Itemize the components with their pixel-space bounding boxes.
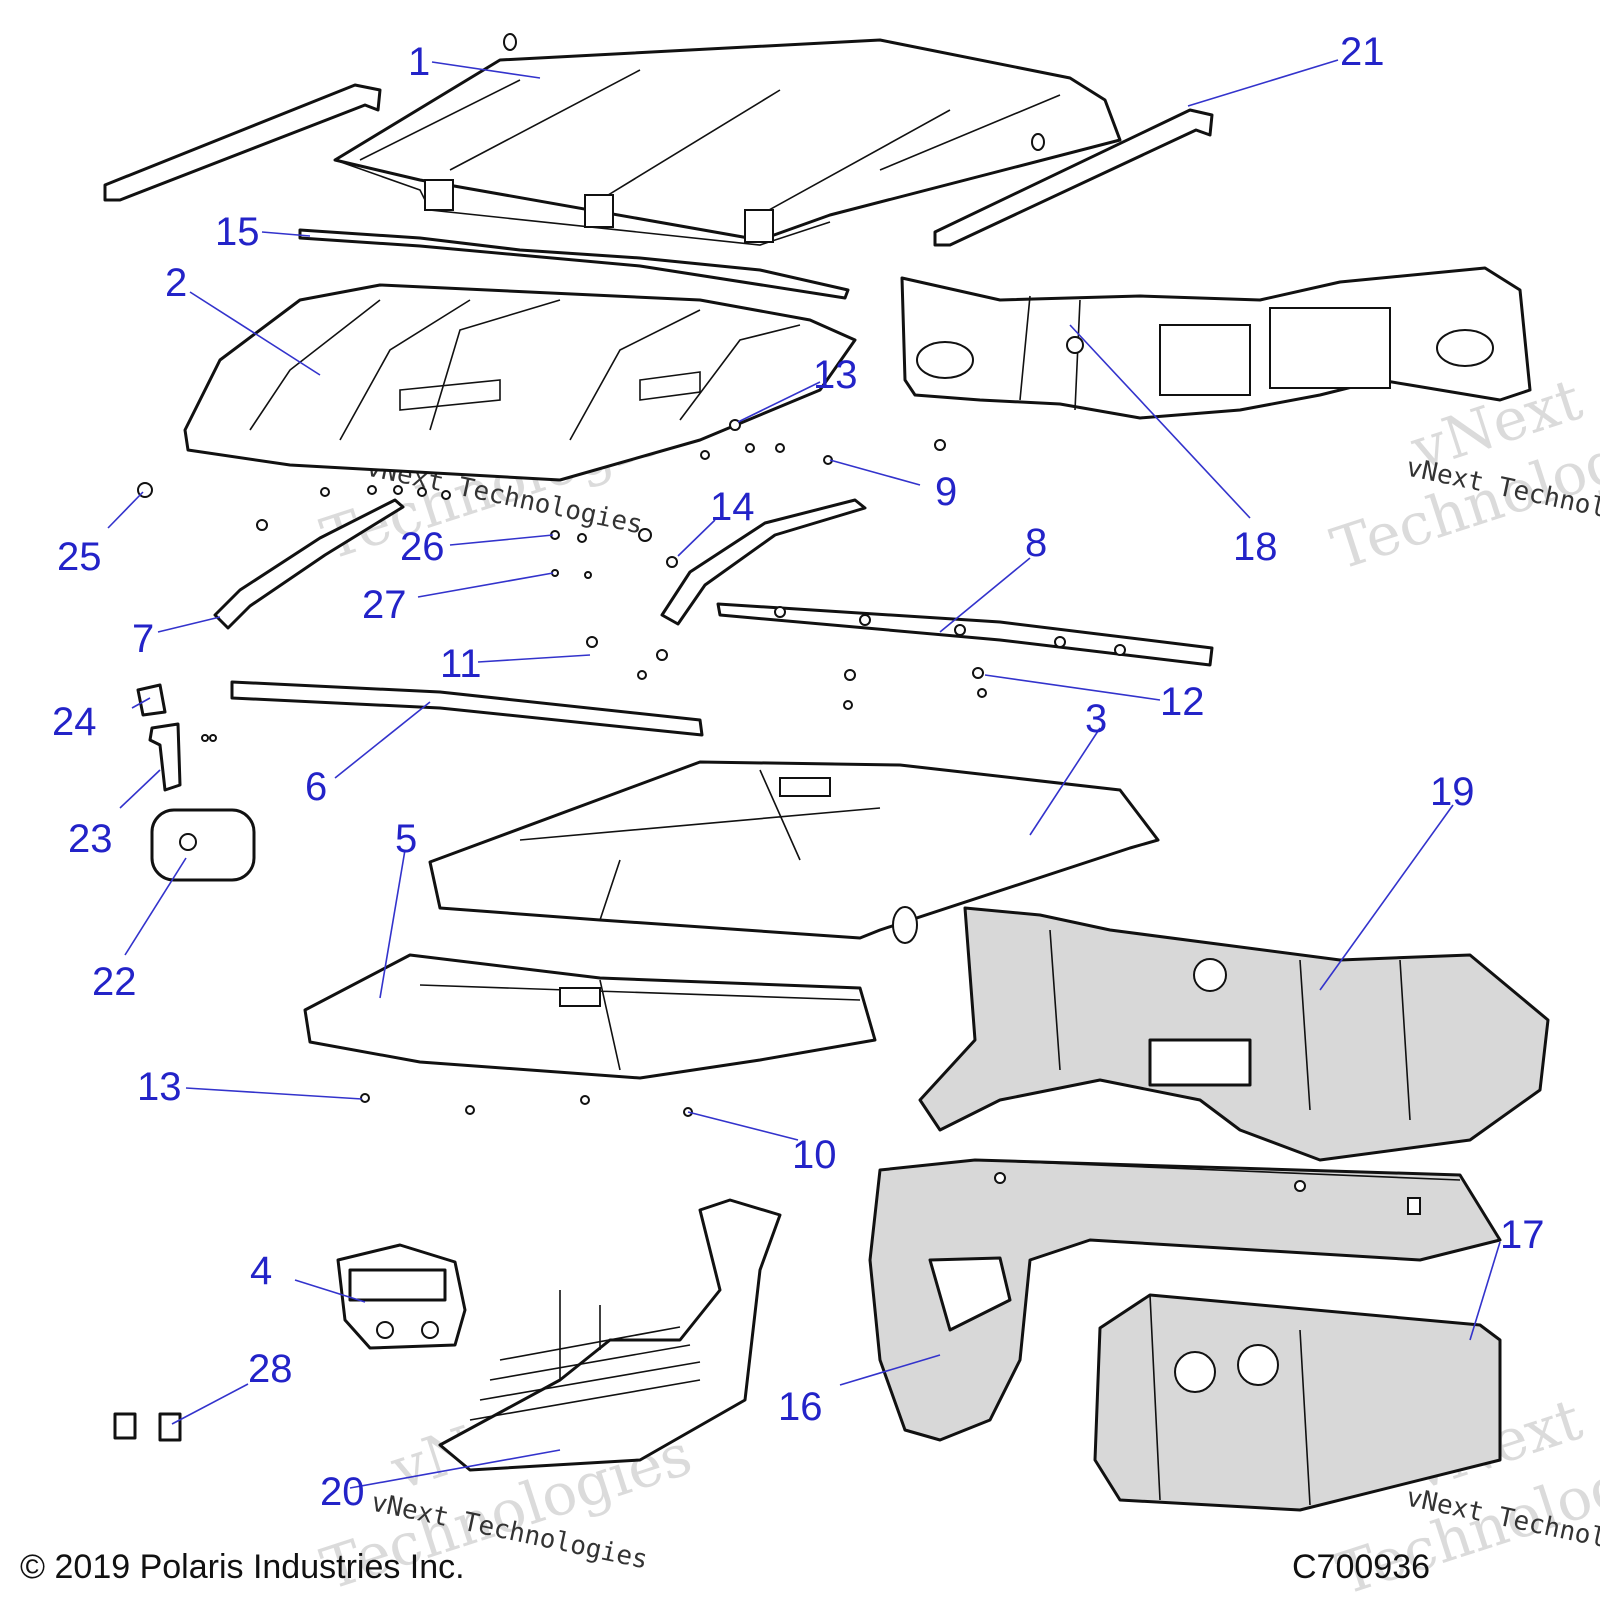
callout-7: 7 xyxy=(132,617,154,661)
part-footwell xyxy=(438,1198,782,1472)
part-roof-top xyxy=(333,33,1122,246)
copyright-text: © 2019 Polaris Industries Inc. xyxy=(20,1548,465,1586)
part-clips xyxy=(113,1412,182,1442)
callout-19: 19 xyxy=(1430,770,1475,814)
diagram-code: C700936 xyxy=(1292,1548,1430,1586)
callout-2: 2 xyxy=(165,261,187,305)
callout-25: 25 xyxy=(57,535,102,579)
part-front-bar xyxy=(230,680,704,737)
part-headliner-rear xyxy=(428,760,1160,944)
callout-4: 4 xyxy=(250,1249,272,1293)
callout-27: 27 xyxy=(362,583,407,627)
callout-13-upper: 13 xyxy=(813,353,858,397)
callout-3: 3 xyxy=(1085,697,1107,741)
callout-1: 1 xyxy=(408,40,430,84)
callout-13-lower: 13 xyxy=(137,1065,182,1109)
part-headliner xyxy=(183,283,857,482)
part-rear-panel xyxy=(1093,1293,1502,1512)
callout-15: 15 xyxy=(215,210,260,254)
callout-22: 22 xyxy=(92,960,137,1004)
callout-24: 24 xyxy=(52,700,97,744)
callout-labels: 1 2 3 4 5 6 7 8 9 10 11 12 13 13 14 15 1… xyxy=(52,30,1545,1514)
callout-8: 8 xyxy=(1025,521,1047,565)
part-roof-rails xyxy=(103,83,1214,247)
part-headliner-lower xyxy=(303,953,877,1080)
part-mirror-assembly xyxy=(136,683,256,882)
callout-17: 17 xyxy=(1500,1213,1545,1257)
callout-6: 6 xyxy=(305,765,327,809)
callout-28: 28 xyxy=(248,1347,293,1391)
part-fasteners xyxy=(201,419,987,1117)
callout-16: 16 xyxy=(778,1385,823,1429)
callout-9: 9 xyxy=(935,470,957,514)
callout-21: 21 xyxy=(1340,30,1385,74)
part-seal-strip xyxy=(298,228,850,300)
callout-20: 20 xyxy=(320,1470,365,1514)
callout-5: 5 xyxy=(395,817,417,861)
callout-11: 11 xyxy=(440,642,482,686)
callout-23: 23 xyxy=(68,817,113,861)
part-switch-panel xyxy=(336,1243,467,1350)
part-dash-lower xyxy=(918,906,1550,1162)
leader-lines xyxy=(107,59,1501,1489)
part-dash-upper xyxy=(900,266,1532,420)
callout-12: 12 xyxy=(1160,680,1205,724)
callout-26: 26 xyxy=(400,525,445,569)
part-rear-bar xyxy=(716,602,1214,667)
callout-18: 18 xyxy=(1233,525,1278,569)
callout-14: 14 xyxy=(710,485,755,529)
part-pillar-trims xyxy=(213,498,867,630)
callout-10: 10 xyxy=(792,1133,837,1177)
parts xyxy=(103,33,1550,1512)
